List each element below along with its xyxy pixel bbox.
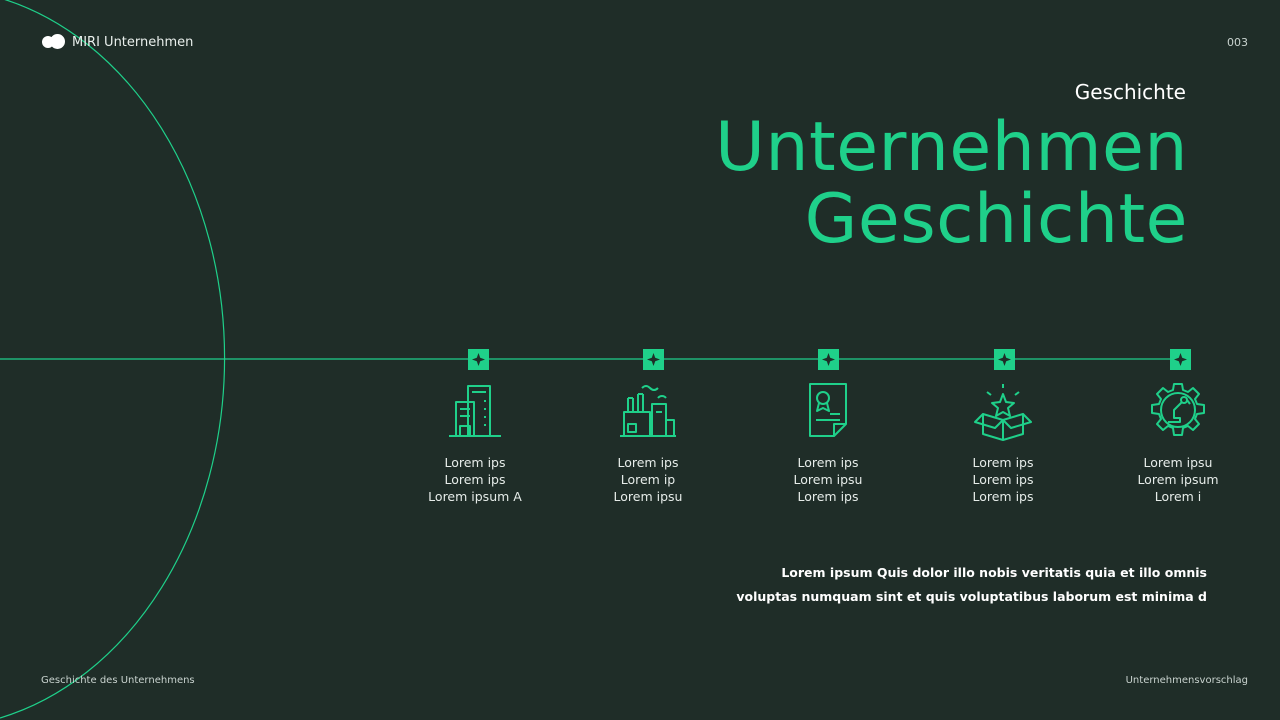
timeline-marker-3: [818, 349, 839, 370]
timeline-marker-5: [1170, 349, 1191, 370]
timeline-marker-1: [468, 349, 489, 370]
open-box-star-icon: [974, 384, 1032, 441]
item-line: Lorem ips: [617, 455, 679, 470]
item-line: Lorem ipsu: [793, 472, 863, 487]
item-line: Lorem ips: [444, 455, 506, 470]
item-line: Lorem ips: [444, 472, 506, 487]
certificate-icon: [809, 383, 847, 437]
sparkle-icon: [998, 353, 1011, 366]
sparkle-icon: [472, 353, 485, 366]
gear-robot-arm-icon: [1151, 383, 1205, 436]
timeline-marker-2: [643, 349, 664, 370]
section-eyebrow: Geschichte: [1074, 80, 1186, 104]
item-line: Lorem ips: [972, 489, 1034, 504]
page-title: Unternehmen Geschichte: [715, 112, 1188, 256]
title-line-1: Unternehmen: [715, 108, 1188, 187]
item-line: Lorem ipsum A: [428, 489, 522, 504]
timeline-item: Lorem ips Lorem ipsu Lorem ips: [758, 380, 898, 505]
sparkle-icon: [1174, 353, 1187, 366]
timeline-marker-4: [994, 349, 1015, 370]
item-line: Lorem ips: [797, 489, 859, 504]
brand-name: MIRI Unternehmen: [72, 34, 194, 50]
timeline-item: Lorem ips Lorem ip Lorem ipsu: [578, 380, 718, 505]
factory-icon: [620, 385, 676, 437]
item-line: Lorem ipsum: [1137, 472, 1219, 487]
item-line: Lorem ip: [620, 472, 676, 487]
timeline-item: Lorem ips Lorem ips Lorem ipsum A: [405, 380, 545, 505]
item-line: Lorem ips: [972, 455, 1034, 470]
sparkle-icon: [647, 353, 660, 366]
decorative-arc: [0, 0, 226, 719]
title-line-2: Geschichte: [804, 180, 1188, 259]
timeline-item: Lorem ips Lorem ips Lorem ips: [933, 380, 1073, 505]
brand: MIRI Unternehmen: [42, 33, 193, 51]
description-line-1: Lorem ipsum Quis dolor illo nobis verita…: [781, 565, 1207, 580]
item-line: Lorem ipsu: [1143, 455, 1213, 470]
item-line: Lorem i: [1154, 489, 1202, 504]
footer-right: Unternehmensvorschlag: [1125, 675, 1248, 686]
description: Lorem ipsum Quis dolor illo nobis verita…: [736, 561, 1207, 609]
brand-logo-icon: [42, 33, 66, 51]
item-line: Lorem ips: [797, 455, 859, 470]
description-line-2: voluptas numquam sint et quis voluptatib…: [736, 589, 1207, 604]
timeline-item: Lorem ipsu Lorem ipsum Lorem i: [1108, 380, 1248, 505]
item-line: Lorem ips: [972, 472, 1034, 487]
office-building-icon: [449, 385, 501, 437]
item-line: Lorem ipsu: [613, 489, 683, 504]
sparkle-icon: [822, 353, 835, 366]
footer-left: Geschichte des Unternehmens: [41, 675, 195, 686]
page-number: 003: [1227, 36, 1248, 49]
